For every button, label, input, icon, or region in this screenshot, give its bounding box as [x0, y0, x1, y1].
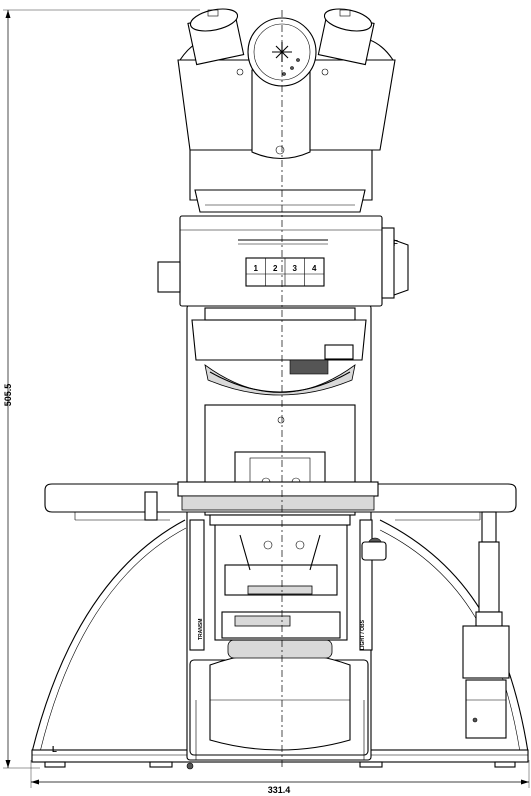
width-dimension: 331.4 — [30, 760, 530, 795]
turret-position-4: 4 — [312, 264, 317, 273]
revolving-nosepiece — [191, 307, 367, 396]
right-eyepiece — [317, 8, 375, 66]
stage — [44, 481, 517, 526]
stage-control-knob — [462, 511, 510, 739]
focus-mark-label: F — [393, 239, 398, 248]
trinocular-tube — [177, 36, 396, 213]
filter-turret-block: F 1 2 3 4 — [157, 215, 409, 307]
right-side-label: LIGHT / OBS — [360, 619, 366, 650]
left-side-label: TRANSM — [198, 619, 204, 640]
turret-position-1: 1 — [254, 264, 259, 273]
height-dimension-label: 505.5 — [3, 384, 13, 407]
left-eyepiece — [187, 8, 245, 66]
width-dimension-label: 331.4 — [268, 785, 291, 795]
turret-position-2: 2 — [273, 264, 278, 273]
base-mark-label: L — [52, 745, 57, 754]
turret-position-3: 3 — [293, 264, 298, 273]
height-dimension: 505.5 — [3, 9, 200, 769]
